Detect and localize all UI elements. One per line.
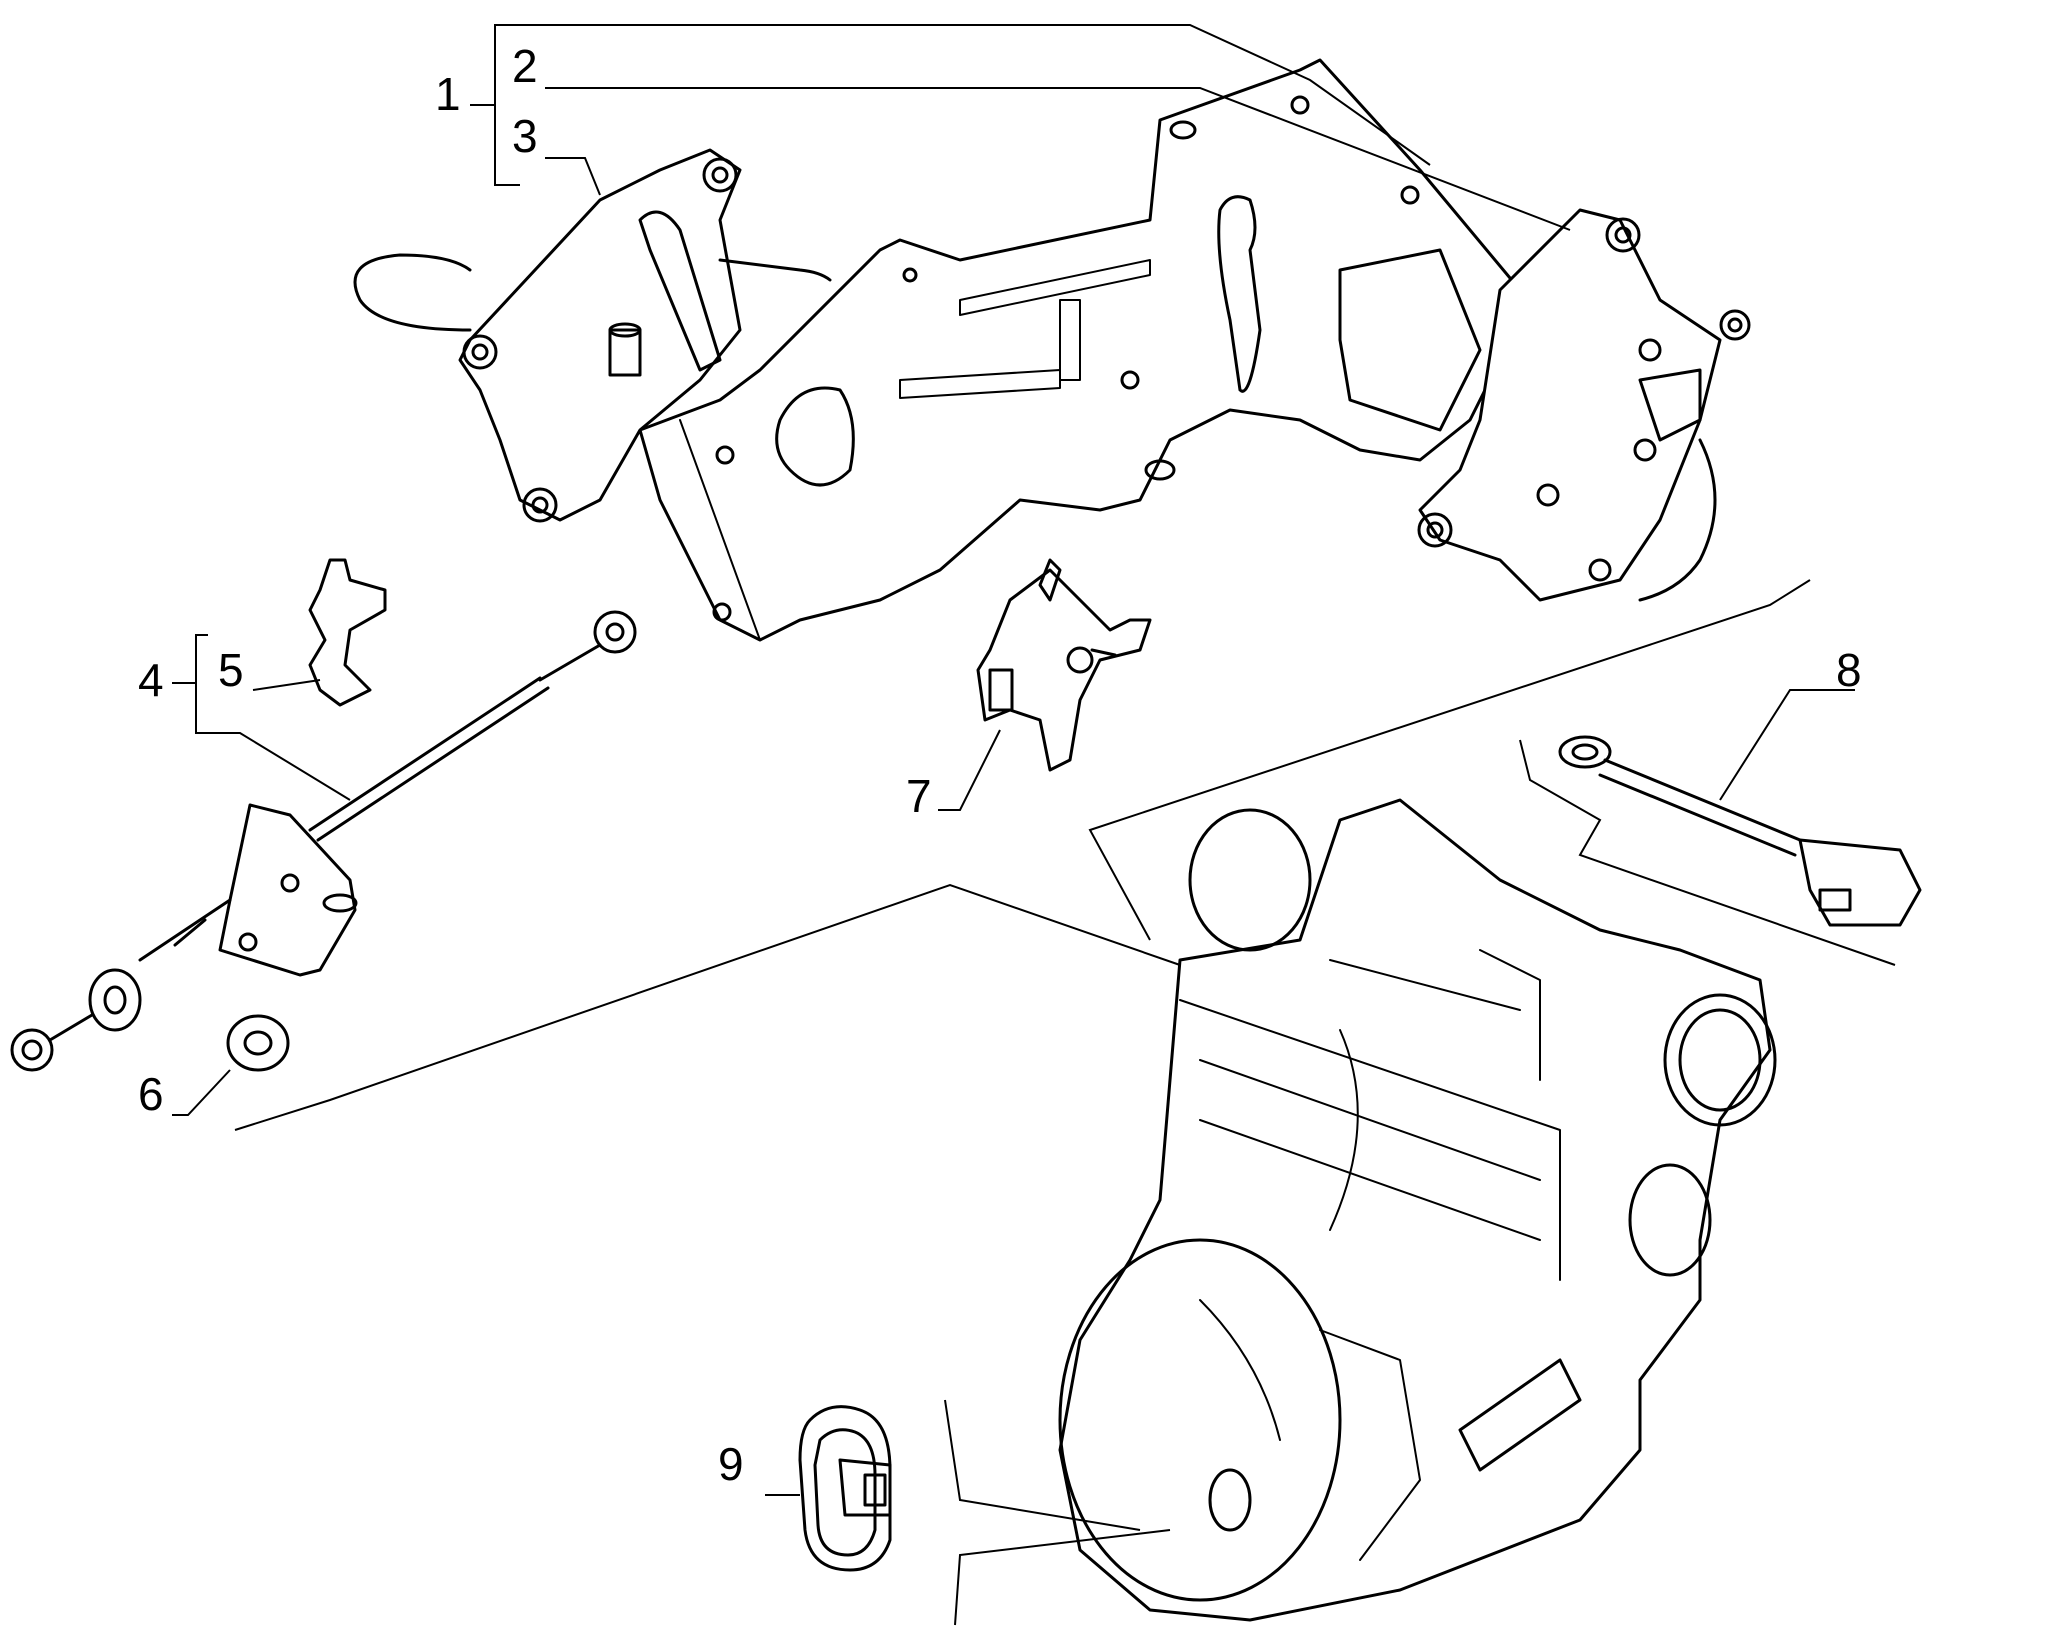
callout-5: 5 xyxy=(218,644,244,696)
valve-part-7 xyxy=(976,558,1152,772)
right-actuator-motor xyxy=(1417,208,1751,602)
callout-4: 4 xyxy=(138,654,164,706)
callout-labels: 1 2 3 4 5 6 7 8 9 xyxy=(138,40,1862,1490)
mounting-bracket-plate xyxy=(638,58,1522,642)
grommet-part-6 xyxy=(226,1014,290,1072)
control-cable-part-4 xyxy=(10,610,637,1072)
callout-8: 8 xyxy=(1836,644,1862,696)
heater-housing xyxy=(1058,798,1777,1622)
left-actuator-motor xyxy=(353,148,832,523)
callout-3: 3 xyxy=(512,110,538,162)
callout-9: 9 xyxy=(718,1438,744,1490)
callout-2: 2 xyxy=(512,40,538,92)
sensor-part-8 xyxy=(1558,735,1922,927)
callout-6: 6 xyxy=(138,1068,164,1120)
clip-part-5 xyxy=(308,558,387,707)
callout-1: 1 xyxy=(435,68,461,120)
callout-7: 7 xyxy=(906,770,932,822)
leader-lines xyxy=(172,24,1896,1626)
connector-part-9 xyxy=(798,1405,892,1572)
